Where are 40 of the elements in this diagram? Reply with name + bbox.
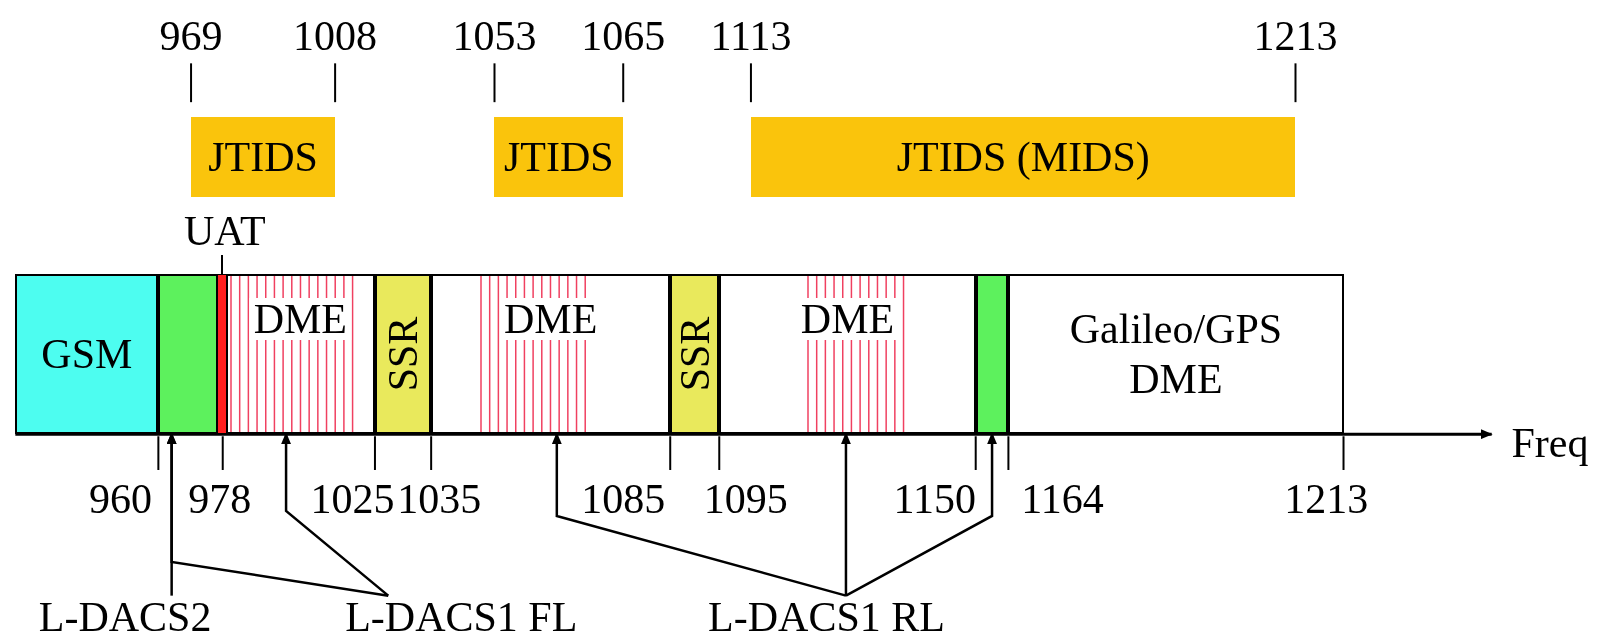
- band-segment: [158, 273, 218, 435]
- band-segment: [431, 273, 671, 435]
- band-label-box: JTIDS (MIDS): [750, 117, 1296, 198]
- axis-label: Freq: [1511, 421, 1589, 464]
- tick-label: 960: [89, 478, 153, 521]
- arrow: [166, 432, 389, 597]
- band-segment: [719, 273, 976, 435]
- tick-label: 1213: [1253, 15, 1338, 58]
- band-segment: [975, 273, 1009, 435]
- tick-label: 1025: [310, 478, 395, 521]
- band-label: SSR: [673, 316, 716, 392]
- arrow: [551, 432, 847, 597]
- band-segment: [225, 273, 375, 435]
- band-label-box: JTIDS: [494, 117, 624, 198]
- band-label: Galileo/GPS DME: [1068, 304, 1284, 404]
- tick-label: 1035: [397, 478, 482, 521]
- arrow: [840, 432, 851, 596]
- band-label: UAT: [182, 210, 267, 253]
- tick-label: 1164: [1021, 478, 1104, 521]
- band-segment: [374, 273, 432, 435]
- band-label: L-DACS1 RL: [672, 595, 981, 642]
- band-label: GSM: [40, 329, 134, 379]
- band-segment: [670, 273, 720, 435]
- band-label-box: JTIDS: [191, 117, 336, 198]
- band-label: SSR: [382, 316, 425, 392]
- band-label: L-DACS2: [15, 595, 235, 642]
- tick-label: 1213: [1284, 478, 1369, 521]
- tick-label: 978: [188, 478, 252, 521]
- tick-label: 969: [159, 15, 223, 58]
- tick-label: 1008: [293, 15, 378, 58]
- tick-label: 1053: [452, 15, 537, 58]
- tick-label: 1065: [581, 15, 666, 58]
- band-label: L-DACS1 FL: [309, 595, 613, 642]
- tick-label: 1113: [710, 15, 792, 58]
- arrow: [281, 432, 390, 597]
- tick-label: 1150: [893, 478, 977, 521]
- tick-label: 1095: [703, 478, 788, 521]
- arrow: [845, 432, 998, 597]
- tick-label: 1085: [581, 478, 666, 521]
- band-segment: [15, 273, 159, 435]
